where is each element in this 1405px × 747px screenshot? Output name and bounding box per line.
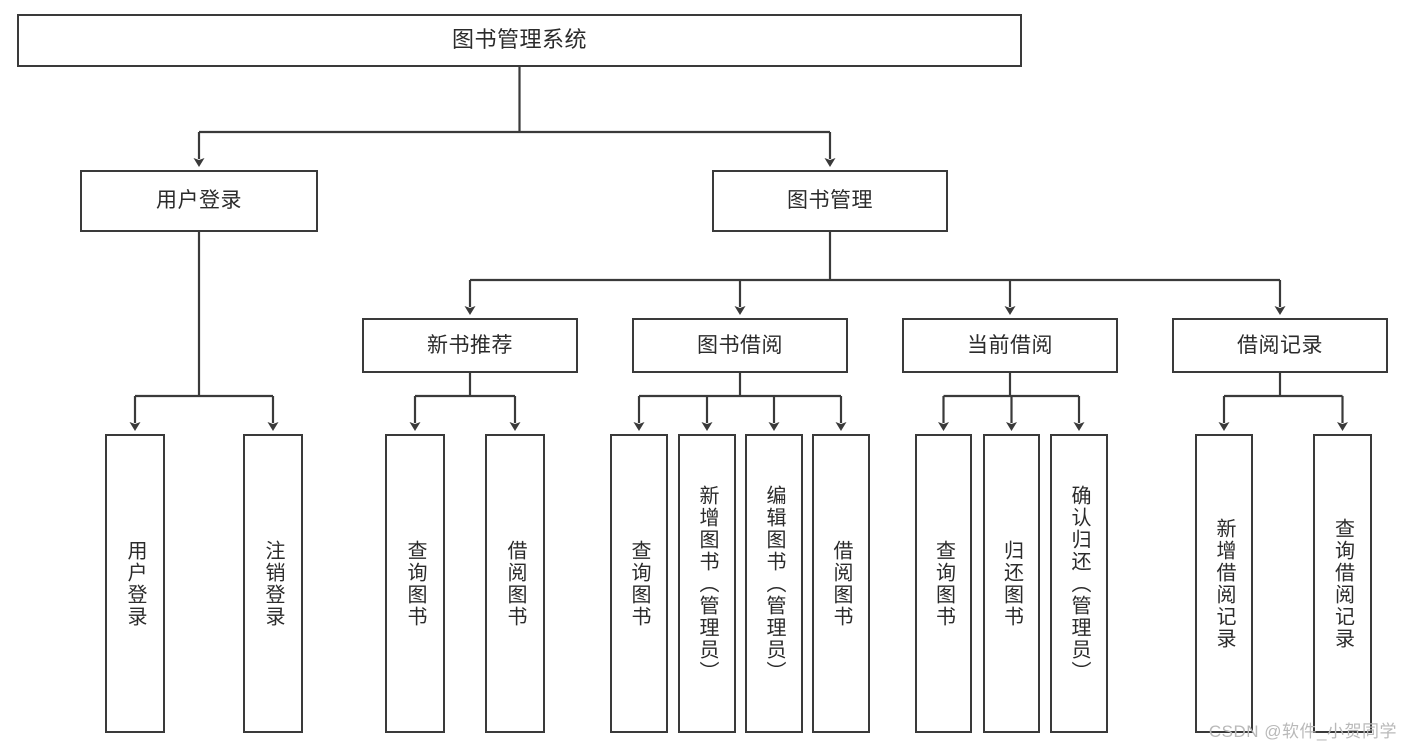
- node-borrow-rec[interactable]: 借阅记录: [1172, 318, 1388, 373]
- node-label: 借阅图书: [504, 539, 526, 628]
- node-leaf-12[interactable]: 新增借阅记录: [1195, 434, 1253, 733]
- watermark: CSDN @软件_小贺同学: [1208, 722, 1397, 741]
- node-label: 借阅记录: [1237, 333, 1323, 357]
- node-root[interactable]: 图书管理系统: [17, 14, 1022, 67]
- node-leaf-13[interactable]: 查询借阅记录: [1313, 434, 1372, 733]
- node-book-manage[interactable]: 图书管理: [712, 170, 948, 232]
- node-label: 图书借阅: [697, 333, 783, 357]
- node-label: 归还图书: [1000, 539, 1023, 628]
- node-leaf-2[interactable]: 注销登录: [243, 434, 303, 733]
- node-label: 查询图书: [628, 539, 650, 628]
- node-label: 查询借阅记录: [1331, 517, 1354, 650]
- node-book-borrow[interactable]: 图书借阅: [632, 318, 848, 373]
- node-leaf-10[interactable]: 归还图书: [983, 434, 1040, 733]
- node-leaf-5[interactable]: 查询图书: [610, 434, 668, 733]
- node-label: 图书管理: [787, 189, 873, 213]
- node-leaf-8[interactable]: 借阅图书: [812, 434, 870, 733]
- node-label: 当前借阅: [967, 333, 1053, 357]
- node-label: 确认归还（管理员）: [1068, 484, 1090, 683]
- node-leaf-9[interactable]: 查询图书: [915, 434, 972, 733]
- node-label: 新书推荐: [427, 333, 513, 357]
- node-leaf-6[interactable]: 新增图书（管理员）: [678, 434, 736, 733]
- node-user-login[interactable]: 用户登录: [80, 170, 318, 232]
- node-label: 新增借阅记录: [1213, 517, 1235, 650]
- node-leaf-11[interactable]: 确认归还（管理员）: [1050, 434, 1108, 733]
- node-label: 新增图书（管理员）: [696, 484, 718, 683]
- node-label: 注销登录: [262, 539, 284, 628]
- node-new-book-rec[interactable]: 新书推荐: [362, 318, 578, 373]
- node-label: 借阅图书: [830, 539, 852, 628]
- node-label: 用户登录: [156, 189, 242, 213]
- node-cur-borrow[interactable]: 当前借阅: [902, 318, 1118, 373]
- node-leaf-3[interactable]: 查询图书: [385, 434, 445, 733]
- node-label: 图书管理系统: [451, 27, 587, 53]
- node-label: 查询图书: [404, 539, 426, 628]
- node-leaf-1[interactable]: 用户登录: [105, 434, 165, 733]
- node-label: 编辑图书（管理员）: [763, 484, 785, 683]
- node-label: 用户登录: [124, 539, 146, 628]
- node-leaf-4[interactable]: 借阅图书: [485, 434, 545, 733]
- node-leaf-7[interactable]: 编辑图书（管理员）: [745, 434, 803, 733]
- node-label: 查询图书: [932, 539, 955, 628]
